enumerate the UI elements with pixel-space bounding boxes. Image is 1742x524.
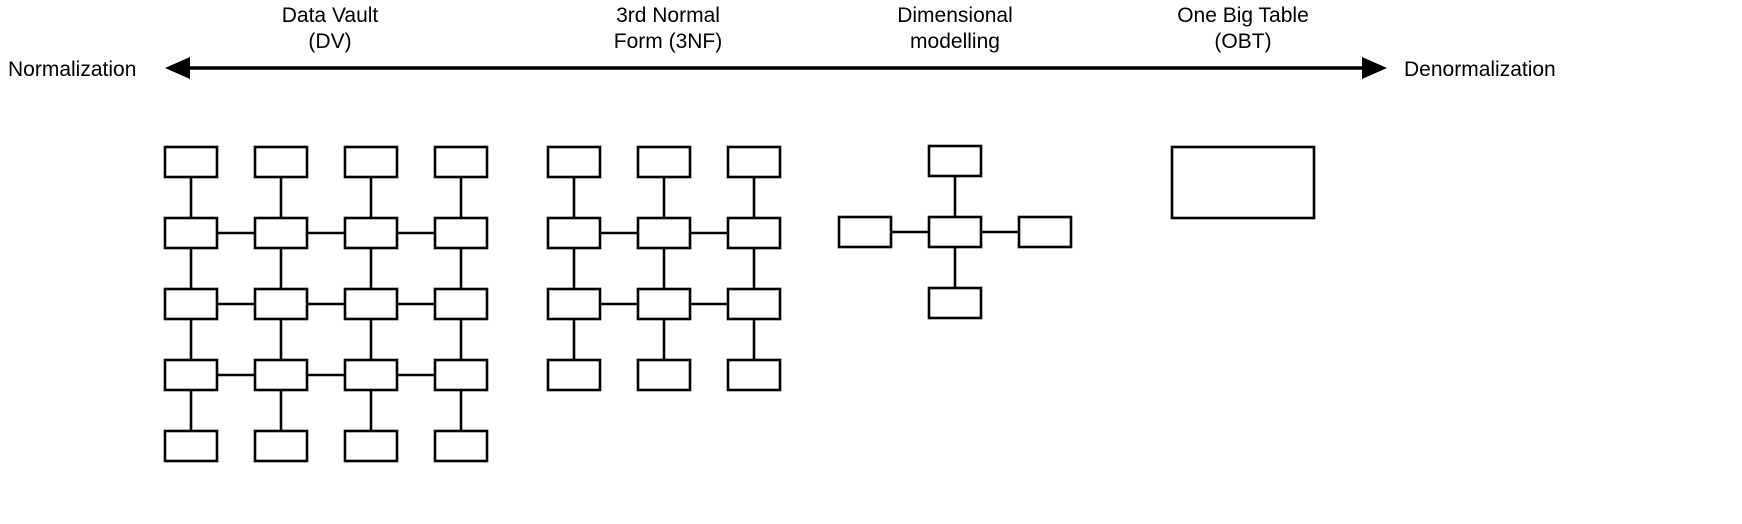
- entity-box[interactable]: [433, 216, 489, 250]
- entity-box[interactable]: [636, 216, 692, 250]
- model-group-dimensional-modelling: [837, 144, 1073, 320]
- column-title-obt-line2: (OBT): [1214, 30, 1271, 53]
- fact-box[interactable]: [927, 215, 983, 249]
- model-shapes-layer: [163, 144, 1316, 463]
- entity-box[interactable]: [163, 287, 219, 321]
- entity-box[interactable]: [163, 145, 219, 179]
- axis-left-label: Normalization: [8, 58, 136, 81]
- column-title-data-vault-line1: Data Vault: [282, 4, 379, 27]
- model-group-data-vault: [163, 145, 489, 463]
- entity-box[interactable]: [636, 145, 692, 179]
- entity-box[interactable]: [546, 216, 602, 250]
- one-big-table-box[interactable]: [1170, 145, 1316, 220]
- column-title-data-vault-line2: (DV): [308, 30, 351, 53]
- entity-box[interactable]: [253, 429, 309, 463]
- entity-box[interactable]: [546, 358, 602, 392]
- entity-box[interactable]: [253, 145, 309, 179]
- entity-box[interactable]: [253, 358, 309, 392]
- axis-right-label: Denormalization: [1404, 58, 1556, 81]
- column-title-dimensional-line1: Dimensional: [897, 4, 1013, 27]
- entity-box[interactable]: [433, 145, 489, 179]
- column-title-dimensional-line2: modelling: [910, 30, 1000, 53]
- entity-box[interactable]: [253, 287, 309, 321]
- entity-box[interactable]: [343, 145, 399, 179]
- entity-box[interactable]: [726, 216, 782, 250]
- arrow-left-icon: [165, 57, 190, 79]
- entity-box[interactable]: [433, 358, 489, 392]
- entity-box[interactable]: [546, 287, 602, 321]
- entity-box[interactable]: [636, 358, 692, 392]
- entity-box[interactable]: [726, 287, 782, 321]
- entity-box[interactable]: [163, 429, 219, 463]
- entity-box[interactable]: [546, 145, 602, 179]
- column-titles: Data Vault (DV) 3rd Normal Form (3NF) Di…: [282, 4, 1309, 53]
- spectrum-axis: Normalization Denormalization: [8, 57, 1556, 81]
- entity-box[interactable]: [343, 358, 399, 392]
- dimension-box-right[interactable]: [1017, 215, 1073, 249]
- model-group-one-big-table: [1170, 145, 1316, 220]
- column-title-obt-line1: One Big Table: [1177, 4, 1309, 27]
- dimension-box-top[interactable]: [927, 144, 983, 178]
- entity-box[interactable]: [433, 429, 489, 463]
- entity-box[interactable]: [253, 216, 309, 250]
- entity-box[interactable]: [726, 145, 782, 179]
- entity-box[interactable]: [433, 287, 489, 321]
- entity-box[interactable]: [726, 358, 782, 392]
- model-group-third-normal-form: [546, 145, 782, 392]
- arrow-right-icon: [1362, 57, 1387, 79]
- entity-box[interactable]: [163, 358, 219, 392]
- entity-box[interactable]: [343, 216, 399, 250]
- column-title-3nf-line1: 3rd Normal: [616, 4, 720, 27]
- dimension-box-left[interactable]: [837, 215, 893, 249]
- entity-box[interactable]: [343, 429, 399, 463]
- column-title-3nf-line2: Form (3NF): [614, 30, 723, 53]
- entity-box[interactable]: [636, 287, 692, 321]
- entity-box[interactable]: [163, 216, 219, 250]
- dimension-box-bottom[interactable]: [927, 286, 983, 320]
- entity-box[interactable]: [343, 287, 399, 321]
